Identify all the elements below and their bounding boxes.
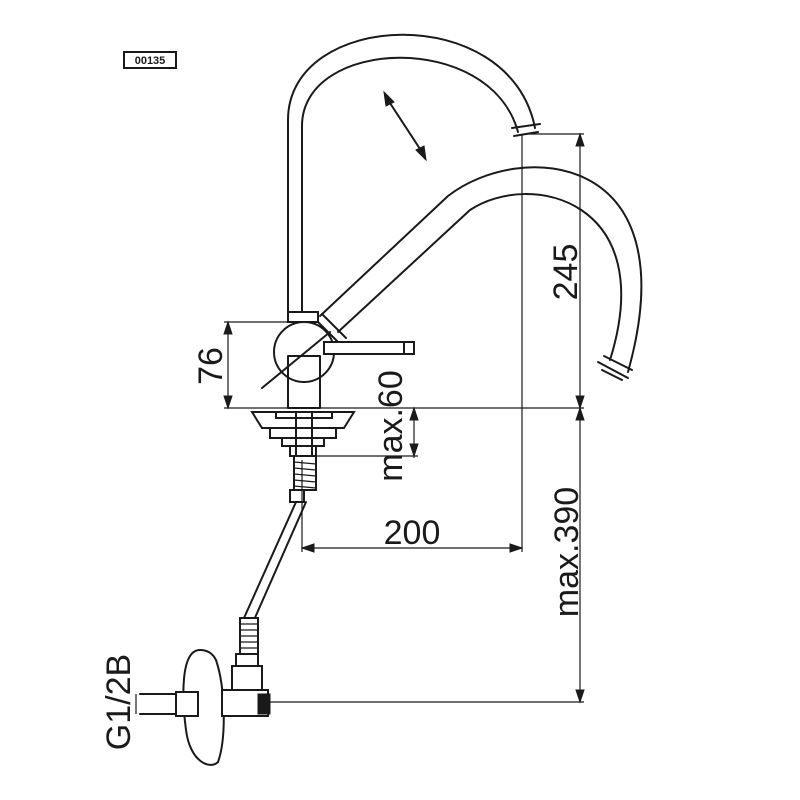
lever-handle xyxy=(323,341,415,355)
flexible-hose xyxy=(239,501,307,655)
threaded-stem xyxy=(289,455,317,503)
product-code-label: 00135 xyxy=(123,51,177,69)
dimension-lines xyxy=(135,132,585,714)
angle-valve xyxy=(139,648,271,766)
dimension-200-label: 200 xyxy=(384,514,441,552)
dimension-max390-label: max.390 xyxy=(548,487,586,617)
base-flange xyxy=(250,411,356,457)
product-code-text: 00135 xyxy=(135,55,166,67)
dimension-max60-label: max.60 xyxy=(372,370,410,482)
dimension-76-label: 76 xyxy=(192,347,230,385)
thread-size-label: G1/2B xyxy=(100,654,138,750)
rotation-arrow-icon xyxy=(383,90,427,162)
dimension-245-label: 245 xyxy=(547,244,585,301)
upright-spout xyxy=(287,33,541,313)
swung-spout xyxy=(315,166,643,381)
